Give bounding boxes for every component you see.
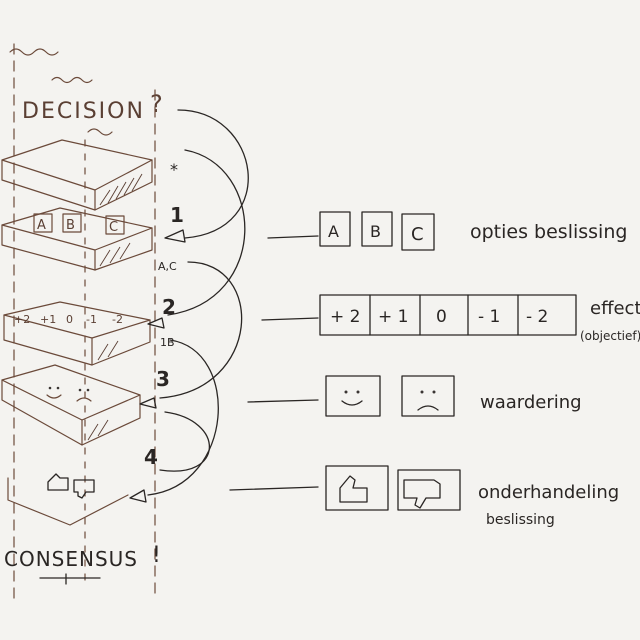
step-1: 1 xyxy=(170,203,184,227)
squiggle-top-1 xyxy=(9,48,59,56)
row-negotiation: onderhandeling beslissing xyxy=(325,465,619,528)
row-frowny-icon xyxy=(417,390,439,411)
slab-effect-2: +1 xyxy=(40,313,56,326)
leader-row-2 xyxy=(261,317,319,321)
row-option-a: A xyxy=(328,222,339,241)
slab-option-c-box xyxy=(105,215,125,235)
squiggle-top-2 xyxy=(51,76,93,84)
loop-3 xyxy=(159,261,243,399)
row-option-b-box xyxy=(361,211,393,247)
row-option-c: C xyxy=(411,224,424,245)
slab-option-c-label: C xyxy=(109,220,118,235)
leader-row-4 xyxy=(229,486,319,491)
leader-row-1 xyxy=(267,235,319,239)
row-thumbs-up-icon xyxy=(339,475,368,503)
step-1-sub: A,C xyxy=(158,260,177,273)
consensus-funnel xyxy=(7,473,129,526)
row-valuation: waardering xyxy=(325,375,582,417)
marker-triangle-3 xyxy=(139,397,157,409)
row-frowny-box xyxy=(401,375,455,417)
row-effect-3: 0 xyxy=(436,307,447,327)
row-effects-label: effect xyxy=(590,298,640,319)
row-option-a-box xyxy=(319,211,351,247)
row-option-b: B xyxy=(370,222,381,241)
marker-triangle-1 xyxy=(164,229,186,243)
row-options: A B C opties beslissing xyxy=(319,211,627,251)
step-4: 4 xyxy=(144,445,158,469)
slab-effect-4: -1 xyxy=(86,313,97,326)
row-negotiation-label: onderhandeling xyxy=(478,482,619,503)
slab-faces xyxy=(46,386,92,402)
slab-effect-values: +2 +1 0 -1 -2 xyxy=(14,313,123,326)
row-options-label: opties beslissing xyxy=(470,221,627,243)
slab-option-b-box xyxy=(62,213,82,233)
step-2-sub: 1B xyxy=(160,336,175,349)
row-effect-2: + 1 xyxy=(378,307,408,327)
row-valuation-label: waardering xyxy=(480,392,582,413)
bottom-exclamation: ! xyxy=(152,543,161,568)
slab-option-boxes: A B C xyxy=(33,213,125,235)
diagram-title: DECISION xyxy=(22,99,145,124)
slab-thumbs-up-icon xyxy=(47,473,69,491)
row-smiley-icon xyxy=(341,390,363,406)
row-thumbs-down-icon xyxy=(403,479,441,509)
leader-row-3 xyxy=(247,399,319,403)
marker-triangle-4 xyxy=(129,489,147,503)
step-2: 2 xyxy=(162,295,176,319)
row-effects: + 2 + 1 0 - 1 - 2 effect (objectief) xyxy=(319,294,640,343)
loop-1 xyxy=(177,109,249,239)
row-effect-5: - 2 xyxy=(526,307,548,327)
row-thumbs-down-box xyxy=(397,469,461,511)
slab-3 xyxy=(3,301,151,366)
title-question-mark: ? xyxy=(150,90,163,118)
step-star: * xyxy=(170,160,178,179)
slab-effect-1: +2 xyxy=(14,313,30,326)
row-effects-box xyxy=(319,294,577,336)
row-effect-4: - 1 xyxy=(478,307,500,327)
slab-1 xyxy=(1,139,153,211)
row-effect-1: + 2 xyxy=(330,307,360,327)
row-thumbs-up-box xyxy=(325,465,389,511)
slab-smiley-icon xyxy=(46,386,62,399)
bottom-label: CONSENSUS xyxy=(4,547,138,571)
row-negotiation-sublabel: beslissing xyxy=(486,512,555,528)
marker-triangle-2 xyxy=(147,317,165,329)
squiggle-under-title xyxy=(87,128,113,136)
slab-4 xyxy=(1,364,141,446)
slab-effect-3: 0 xyxy=(66,313,73,326)
row-effects-sublabel: (objectief) xyxy=(580,329,640,343)
loop-2 xyxy=(167,149,246,316)
row-smiley-box xyxy=(325,375,381,417)
slab-option-a-box xyxy=(33,213,53,233)
slab-2 xyxy=(1,207,153,271)
slab-frowny-icon xyxy=(76,388,92,402)
loop-5 xyxy=(159,411,211,472)
slab-option-a-label: A xyxy=(37,218,46,233)
bottom-tick xyxy=(39,573,101,585)
slab-thumbs-down-icon xyxy=(73,479,95,499)
slab-effect-5: -2 xyxy=(112,313,123,326)
slab-option-b-label: B xyxy=(66,218,75,233)
row-option-c-box xyxy=(401,213,435,251)
loop-4 xyxy=(147,339,219,496)
step-3: 3 xyxy=(156,367,170,391)
